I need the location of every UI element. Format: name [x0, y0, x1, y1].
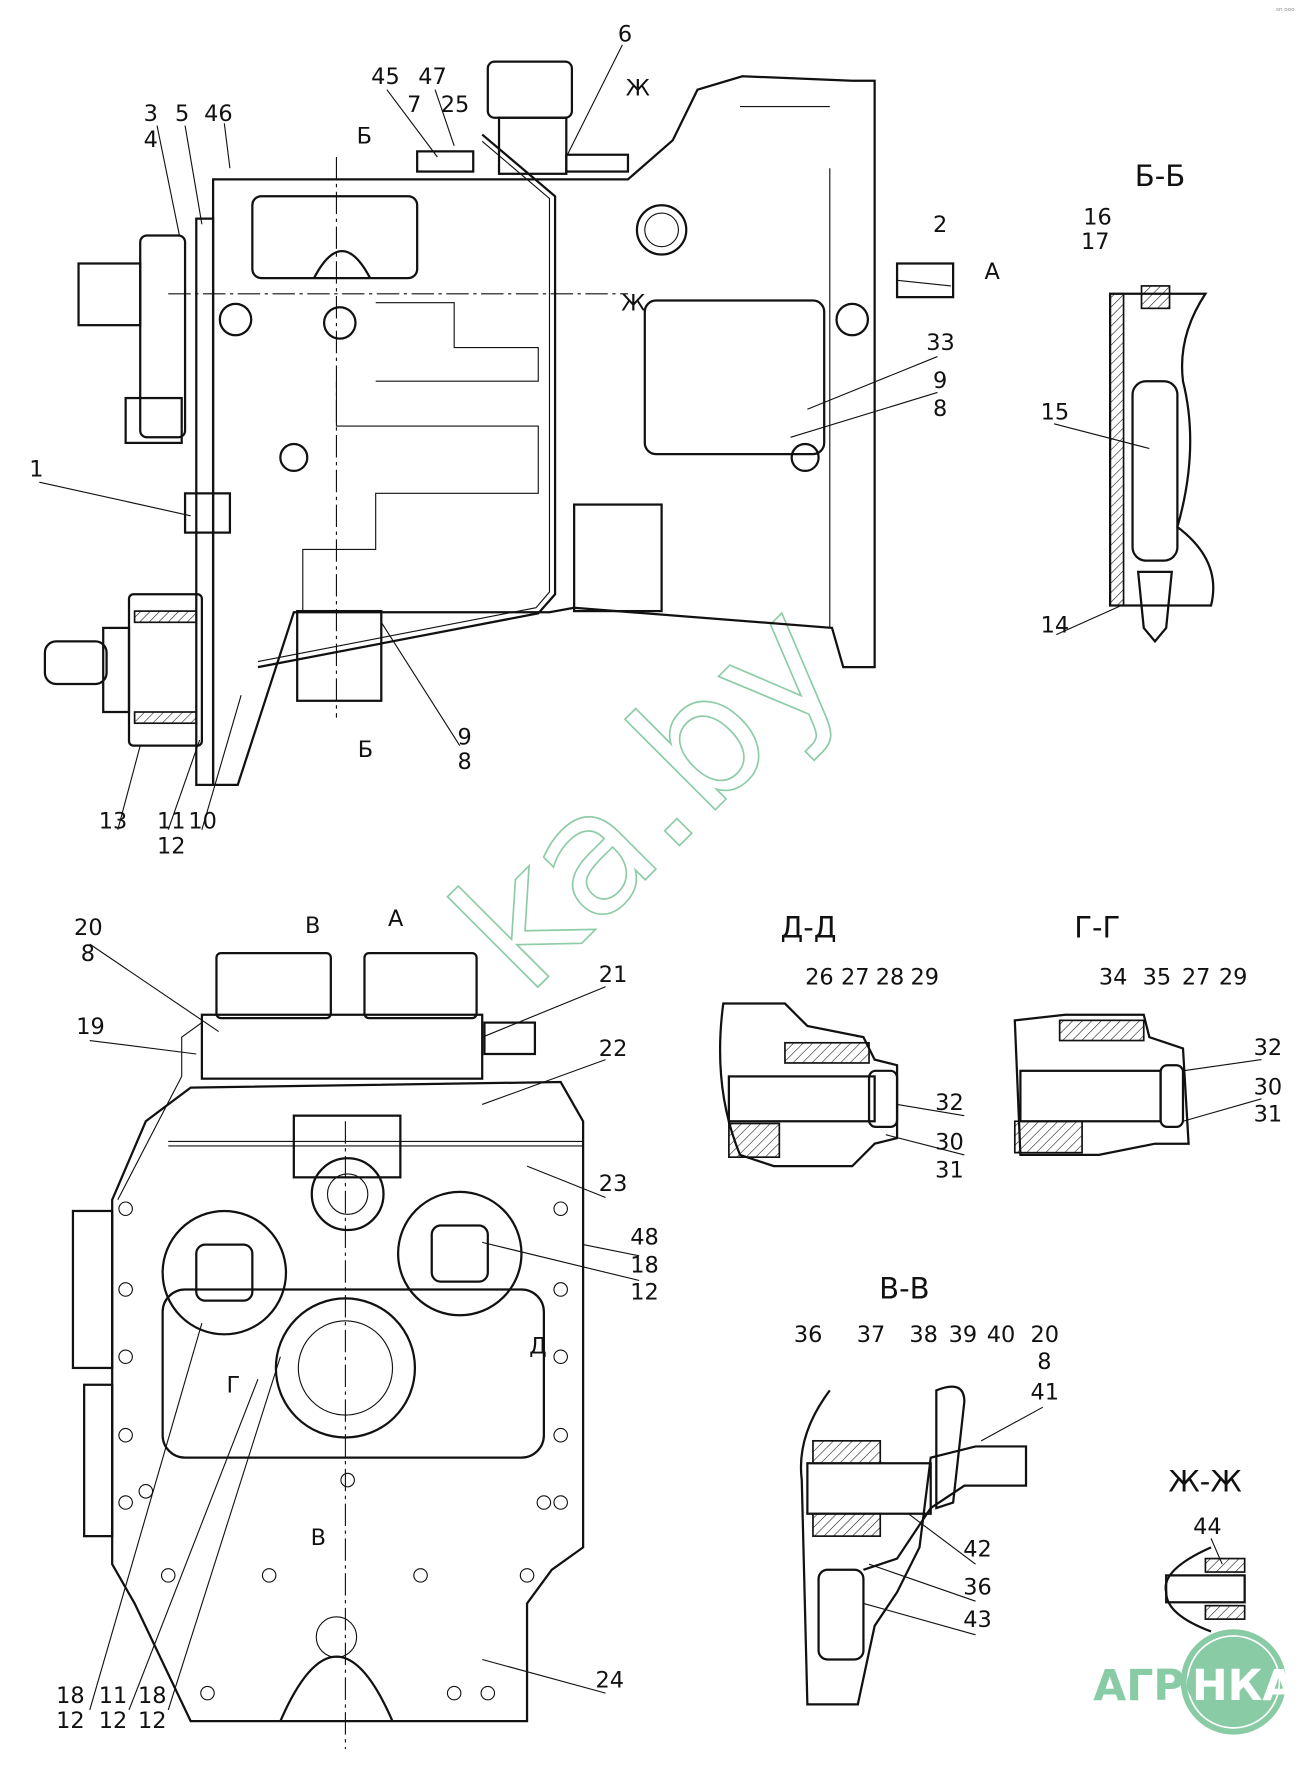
callout-label: 23: [599, 1171, 628, 1197]
section-zhzh-drawing: [1164, 1546, 1246, 1633]
bolt-holes: [118, 1201, 568, 1701]
callout-label: 7: [407, 92, 421, 118]
callout-label: 12: [630, 1280, 659, 1306]
callout-label: 29: [1219, 964, 1248, 990]
callout-label: 2: [933, 212, 947, 238]
front-view-housing: [71, 951, 585, 1750]
callout-label: Ж: [626, 75, 650, 101]
callout-label: 12: [99, 1708, 128, 1734]
callout-label: 27: [841, 964, 870, 990]
callout-label: 8: [458, 749, 472, 775]
callout-label: 37: [857, 1322, 886, 1348]
callout-label: 9: [458, 725, 472, 751]
top-view-left-unit: [43, 234, 383, 747]
section-vv-drawing: [799, 1385, 1028, 1706]
callout-label: 38: [909, 1322, 938, 1348]
callout-label: 18: [630, 1253, 659, 1279]
section-bb-drawing: [1108, 285, 1215, 644]
callout-label: 29: [911, 964, 940, 990]
agronka-logo: АГРО НКА: [1093, 1629, 1295, 1735]
callout-label: Д: [529, 1333, 547, 1359]
callout-label: В: [305, 913, 320, 939]
callout-label: 33: [926, 330, 955, 356]
callout-label: 11: [157, 809, 186, 835]
section-dd-drawing: [718, 1002, 899, 1168]
callout-label: 41: [1031, 1379, 1060, 1405]
callout-label: 48: [630, 1225, 659, 1251]
callout-label: 3: [144, 101, 158, 127]
callout-label: 12: [138, 1708, 167, 1734]
callout-label: 11: [99, 1683, 128, 1709]
callout-label: 32: [1254, 1035, 1283, 1061]
section-gg-drawing: [1013, 1013, 1190, 1157]
corner-stamp: sn ooo: [1276, 7, 1295, 13]
callout-label: 42: [963, 1536, 992, 1562]
callout-label: 35: [1143, 964, 1172, 990]
logo-text-left: АГРО: [1093, 1661, 1221, 1711]
section-title-gg: Г-Г: [1074, 910, 1120, 944]
callout-label: 43: [963, 1607, 992, 1633]
callout-label: 10: [188, 809, 217, 835]
callout-label: 47: [418, 64, 447, 90]
callout-label: 27: [1182, 964, 1211, 990]
callout-label: 4: [144, 127, 158, 153]
top-view-valve-block: [257, 60, 955, 669]
top-view-housing: [168, 75, 876, 787]
leader-lines: [39, 44, 1262, 1711]
callout-label: Г: [227, 1373, 241, 1399]
callout-label: 30: [1254, 1074, 1283, 1100]
callout-label: 9: [933, 368, 947, 394]
callout-label: 6: [618, 21, 632, 47]
callout-label: 26: [805, 964, 834, 990]
callout-label: 39: [949, 1322, 978, 1348]
section-title-bb: Б-Б: [1135, 159, 1186, 193]
callout-label: 30: [935, 1129, 964, 1155]
logo-text-right: НКА: [1192, 1661, 1295, 1711]
callout-label: Б: [357, 124, 372, 150]
callout-label: 13: [99, 809, 128, 835]
callout-label: 18: [138, 1683, 167, 1709]
callout-label: 17: [1081, 229, 1110, 255]
callout-label: 21: [599, 962, 628, 988]
callout-label: 22: [599, 1036, 628, 1062]
callout-label: 31: [935, 1157, 964, 1183]
callout-label: 36: [794, 1322, 823, 1348]
callout-label: 8: [81, 941, 95, 967]
callout-label: 8: [933, 396, 947, 422]
callout-label: 24: [595, 1668, 624, 1694]
callout-label: 18: [56, 1683, 85, 1709]
callout-label: 28: [876, 964, 905, 990]
callout-label: 5: [175, 101, 189, 127]
callout-label: 36: [963, 1574, 992, 1600]
callout-label: В: [311, 1525, 326, 1551]
callout-label: 16: [1083, 204, 1112, 230]
callout-label: Ж: [621, 291, 645, 317]
callout-label: 1: [29, 457, 43, 483]
callout-label: Б: [358, 737, 373, 763]
callout-label: 20: [74, 915, 103, 941]
callout-label: 44: [1193, 1514, 1222, 1540]
callout-label: 46: [204, 101, 233, 127]
callout-label: 25: [441, 92, 470, 118]
callout-label: 12: [157, 833, 186, 859]
section-title-dd: Д-Д: [780, 910, 836, 944]
callout-label: А: [985, 259, 1001, 285]
callout-label: 14: [1041, 612, 1070, 638]
section-title-zhzh: Ж-Ж: [1168, 1464, 1241, 1498]
callout-label: 34: [1099, 964, 1128, 990]
callout-label: 19: [76, 1014, 105, 1040]
watermark: ka.by: [417, 564, 879, 1026]
callout-label: А: [388, 906, 404, 932]
callout-label: 40: [987, 1322, 1016, 1348]
callout-label: 15: [1041, 399, 1070, 425]
callout-label: 8: [1037, 1349, 1051, 1375]
callout-label: 45: [371, 64, 400, 90]
callout-label: 31: [1254, 1101, 1283, 1127]
section-title-vv: В-В: [879, 1271, 930, 1305]
callout-label: 20: [1031, 1322, 1060, 1348]
callout-label: 12: [56, 1708, 85, 1734]
callout-label: 32: [935, 1090, 964, 1116]
